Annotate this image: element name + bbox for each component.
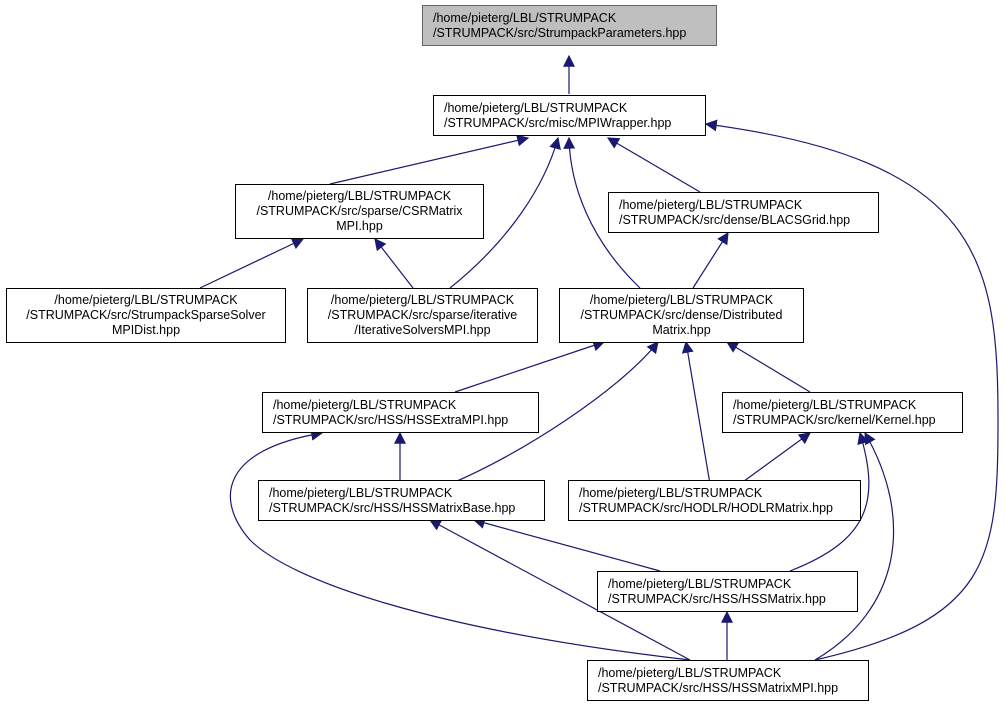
node-line: /STRUMPACK/src/StrumpackParameters.hpp	[433, 25, 687, 40]
node-line: /STRUMPACK/src/HODLR/HODLRMatrix.hpp	[579, 500, 833, 515]
node-line: /home/pieterg/LBL/STRUMPACK	[619, 197, 803, 212]
edge-hssmatrix-kernel	[789, 431, 870, 572]
edge-iterative-mpiwrapper	[449, 136, 561, 289]
node-line: /home/pieterg/LBL/STRUMPACK	[267, 189, 452, 203]
edge-sparsesolver-csrmatrix	[199, 238, 305, 289]
node-hss-matrix-mpi[interactable]: /home/pieterg/LBL/STRUMPACK /STRUMPACK/s…	[587, 660, 869, 701]
edge-hssbase-distmatrix	[449, 341, 659, 485]
node-line: MPIDist.hpp	[111, 323, 181, 337]
edge-distmatrix-blacsgrid	[692, 231, 729, 289]
node-line: /IterativeSolversMPI.hpp	[354, 323, 491, 337]
edge-kernel-distmatrix	[725, 341, 811, 393]
node-hodlr-matrix[interactable]: /home/pieterg/LBL/STRUMPACK /STRUMPACK/s…	[568, 480, 861, 521]
edge-hssmpi-mpiwrapper	[704, 119, 999, 661]
node-line: /home/pieterg/LBL/STRUMPACK	[330, 293, 515, 307]
node-line: /STRUMPACK/src/dense/Distributed	[580, 308, 783, 322]
node-iterative-solvers-mpi[interactable]: /home/pieterg/LBL/STRUMPACK /STRUMPACK/s…	[307, 288, 538, 343]
node-line: /STRUMPACK/src/HSS/HSSMatrixMPI.hpp	[598, 680, 839, 695]
node-line: /STRUMPACK/src/HSS/HSSExtraMPI.hpp	[273, 412, 509, 427]
edge-hssmpi-hssbase	[428, 519, 691, 661]
node-line: /home/pieterg/LBL/STRUMPACK	[444, 100, 628, 115]
node-line: /STRUMPACK/src/kernel/Kernel.hpp	[733, 412, 936, 427]
edge-hodlr-kernel	[739, 432, 811, 485]
node-line: /STRUMPACK/src/sparse/CSRMatrix	[256, 204, 463, 218]
node-mpiwrapper[interactable]: /home/pieterg/LBL/STRUMPACK /STRUMPACK/s…	[433, 95, 706, 136]
node-line: /STRUMPACK/src/StrumpackSparseSolver	[26, 308, 266, 322]
edge-hssextra-distmatrix	[454, 339, 606, 393]
node-line: /home/pieterg/LBL/STRUMPACK	[733, 397, 917, 412]
node-hss-extra-mpi[interactable]: /home/pieterg/LBL/STRUMPACK /STRUMPACK/s…	[262, 392, 539, 433]
node-csrmatrix-mpi[interactable]: /home/pieterg/LBL/STRUMPACK /STRUMPACK/s…	[235, 184, 484, 239]
node-line: /STRUMPACK/src/dense/BLACSGrid.hpp	[619, 212, 851, 227]
edge-distmatrix-mpiwrapper	[563, 136, 641, 289]
edge-iterative-csrmatrix	[374, 238, 414, 289]
node-line: /home/pieterg/LBL/STRUMPACK	[433, 10, 617, 25]
node-line: Matrix.hpp	[652, 323, 711, 337]
node-line: /STRUMPACK/src/HSS/HSSMatrix.hpp	[608, 591, 826, 606]
edge-hssmpi-hssextra	[229, 428, 691, 661]
node-hss-matrix[interactable]: /home/pieterg/LBL/STRUMPACK /STRUMPACK/s…	[597, 571, 858, 612]
edge-hssmpi-kernel	[814, 431, 895, 661]
node-line: /home/pieterg/LBL/STRUMPACK	[579, 485, 763, 500]
node-hss-matrix-base[interactable]: /home/pieterg/LBL/STRUMPACK /STRUMPACK/s…	[258, 480, 545, 521]
node-line: /home/pieterg/LBL/STRUMPACK	[598, 665, 782, 680]
node-line: /home/pieterg/LBL/STRUMPACK	[589, 293, 774, 307]
node-strumpack-parameters[interactable]: /home/pieterg/LBL/STRUMPACK /STRUMPACK/s…	[422, 5, 717, 46]
node-distributed-matrix[interactable]: /home/pieterg/LBL/STRUMPACK /STRUMPACK/s…	[559, 288, 804, 343]
node-line: /home/pieterg/LBL/STRUMPACK	[608, 576, 792, 591]
node-line: MPI.hpp	[336, 219, 383, 233]
node-line: /STRUMPACK/src/sparse/iterative	[327, 308, 518, 322]
edge-hssmatrix-hssbase	[472, 517, 661, 572]
edge-blacsgrid-mpiwrapper	[606, 137, 701, 193]
edge-hodlr-distmatrix	[681, 340, 711, 485]
edge-csrmatrix-mpiwrapper	[329, 134, 530, 185]
node-sparse-solver-mpidist[interactable]: /home/pieterg/LBL/STRUMPACK /STRUMPACK/s…	[6, 288, 286, 343]
node-line: /home/pieterg/LBL/STRUMPACK	[273, 397, 457, 412]
node-line: /STRUMPACK/src/misc/MPIWrapper.hpp	[444, 115, 672, 130]
node-line: /STRUMPACK/src/HSS/HSSMatrixBase.hpp	[269, 500, 516, 515]
node-line: /home/pieterg/LBL/STRUMPACK	[54, 293, 238, 307]
node-blacsgrid[interactable]: /home/pieterg/LBL/STRUMPACK /STRUMPACK/s…	[608, 192, 879, 233]
node-line: /home/pieterg/LBL/STRUMPACK	[269, 485, 453, 500]
node-kernel[interactable]: /home/pieterg/LBL/STRUMPACK /STRUMPACK/s…	[722, 392, 963, 433]
